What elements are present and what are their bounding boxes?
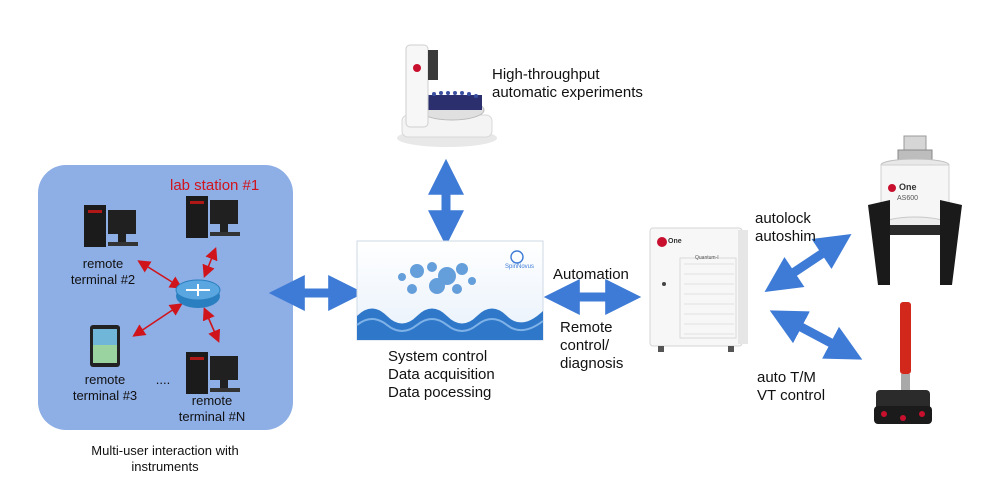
magnet-label: autolock autoshim [755, 210, 816, 245]
ellipsis: .... [155, 372, 171, 387]
pc-terminalN-icon [186, 352, 240, 394]
console-brand: One [668, 238, 682, 245]
magnet-model: AS600 [897, 195, 919, 202]
magnet-brand: One [899, 182, 917, 192]
terminal3-label: remote terminal #3 [72, 372, 138, 403]
arrow-console-magnet [764, 234, 852, 292]
console-model: Quantum-I [695, 255, 719, 261]
link-terminalN [202, 307, 221, 343]
pc-terminal2-icon [84, 205, 138, 247]
arrow-console-probe [769, 310, 863, 360]
automation-label: Automation [553, 266, 629, 283]
probe-icon [874, 302, 932, 424]
tablet-terminal3-icon [90, 325, 120, 367]
remote-control-label: Remote control/ diagnosis [560, 319, 624, 372]
link-station1 [202, 247, 218, 278]
terminalN-label: remote terminal #N [178, 393, 246, 424]
console-icon [649, 227, 748, 352]
link-terminal3 [132, 303, 183, 337]
router-icon [175, 279, 221, 308]
magnet-icon [868, 135, 962, 285]
software-screen-icon [356, 240, 544, 341]
software-logo-text: SpinNovus [505, 264, 535, 270]
probe-label: auto T/M VT control [757, 369, 826, 404]
lab-station-panel [38, 165, 293, 430]
autosampler-icon [397, 44, 497, 147]
terminal2-label: remote terminal #2 [70, 256, 136, 287]
link-terminal2 [137, 260, 183, 289]
software-label: System control Data acquisition Data poc… [388, 348, 495, 401]
autosampler-label: High-throughput automatic experiments [492, 66, 643, 101]
lab-station-label: lab station #1 [170, 177, 260, 194]
pc-station1-icon [186, 196, 240, 238]
lab-caption: Multi-user interaction with instruments [91, 443, 239, 474]
